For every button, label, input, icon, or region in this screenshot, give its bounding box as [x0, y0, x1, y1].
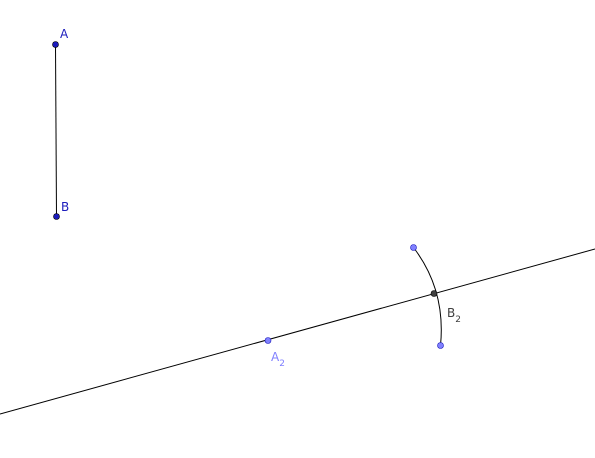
line-a2-b2[interactable] — [0, 248, 595, 415]
point-b2[interactable] — [430, 290, 438, 297]
label-b2: B2 — [447, 306, 461, 325]
label-a2-main: A — [271, 350, 280, 364]
label-a: A — [60, 27, 69, 41]
label-b2-main: B — [447, 306, 455, 320]
label-b: B — [61, 200, 69, 214]
label-a2: A2 — [271, 350, 285, 369]
arc-start-point[interactable] — [410, 244, 417, 251]
segment-ab[interactable] — [55, 44, 57, 217]
point-b[interactable] — [53, 213, 60, 220]
point-a[interactable] — [52, 41, 59, 48]
arc-end-point[interactable] — [437, 342, 444, 349]
compass-arc[interactable] — [413, 247, 442, 346]
label-a2-sub: 2 — [279, 359, 285, 369]
point-a2[interactable] — [264, 337, 272, 344]
label-b2-sub: 2 — [455, 315, 461, 325]
